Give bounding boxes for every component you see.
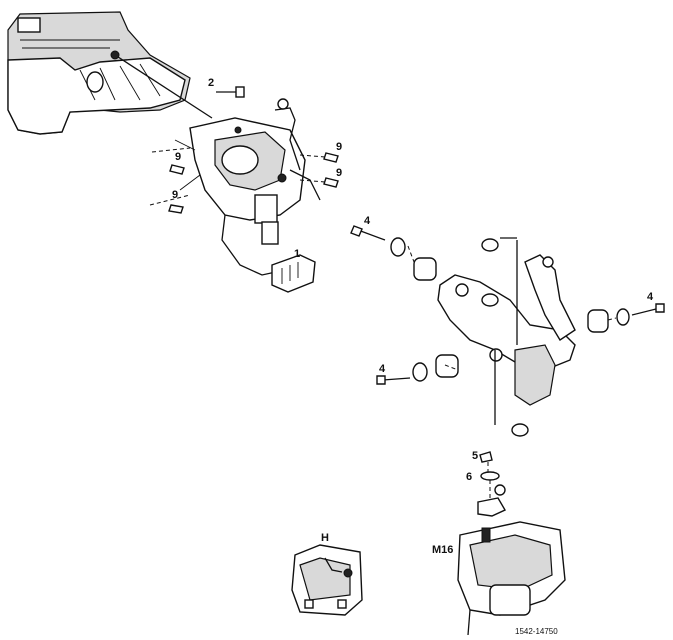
label-9b: 9: [172, 189, 178, 201]
component-h: [291, 544, 363, 616]
reference-code: 1542-14750: [515, 627, 558, 636]
bolts-4: [350, 225, 665, 385]
label-4c: 4: [647, 291, 654, 303]
label-2: 2: [208, 77, 214, 89]
label-4a: 4: [364, 215, 371, 227]
engine-block: [7, 11, 213, 135]
label-9d: 9: [336, 167, 342, 179]
washers: [390, 237, 630, 437]
label-9c: 9: [336, 141, 342, 153]
label-5: 5: [472, 450, 478, 462]
throttle-housing-assembly: [174, 98, 321, 276]
connector-plug: [271, 254, 316, 293]
label-h: H: [321, 532, 329, 544]
label-6: 6: [466, 471, 472, 483]
label-9a: 9: [175, 151, 181, 163]
actuator-assembly: [457, 451, 566, 636]
screws-9: [149, 147, 339, 214]
bolt-2: [216, 86, 245, 98]
label-1: 1: [294, 248, 300, 260]
label-4b: 4: [379, 363, 386, 375]
mounting-bracket-assembly: [437, 237, 576, 425]
label-m16: M16: [432, 544, 453, 556]
